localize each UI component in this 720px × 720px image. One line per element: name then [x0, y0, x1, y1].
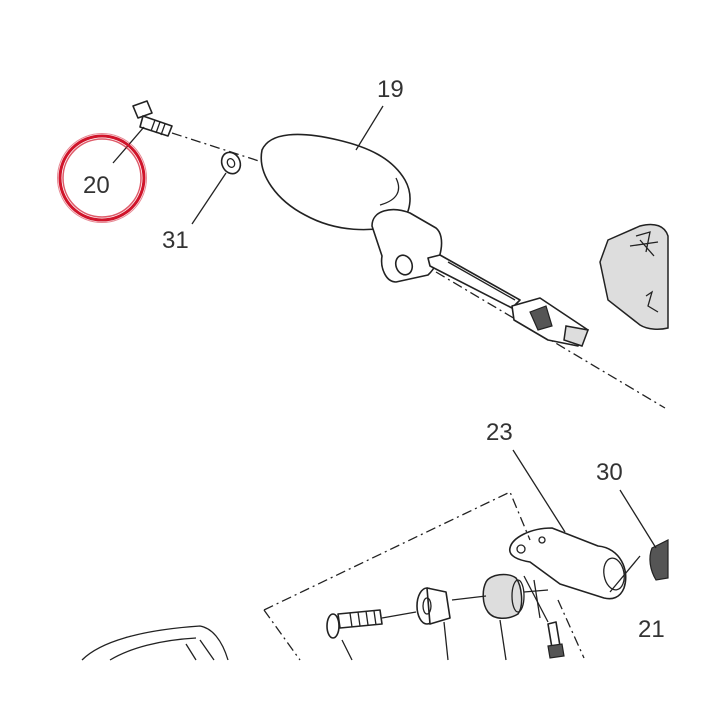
- hardware-axis-lines: [341, 555, 641, 661]
- headlight-housing: [599, 223, 669, 330]
- leader-19: [355, 105, 384, 151]
- fairing-fragment: [81, 625, 229, 661]
- callout-31: 31: [162, 227, 189, 254]
- spacer-bushing[interactable]: [416, 587, 451, 625]
- washer-part-31[interactable]: [218, 149, 244, 177]
- screw-part-20[interactable]: [132, 100, 173, 137]
- leader-23: [512, 449, 566, 533]
- turn-indicator-part-19[interactable]: [260, 133, 590, 347]
- nut-part-30[interactable]: [649, 539, 669, 581]
- highlight-circle: [57, 133, 147, 223]
- callout-30: 30: [596, 459, 623, 486]
- bracket-part-23[interactable]: [508, 527, 627, 600]
- callout-20: 20: [83, 172, 110, 199]
- rubber-grommet[interactable]: [482, 573, 525, 619]
- callout-19: 19: [377, 76, 404, 103]
- assembly-axis-line: [171, 132, 666, 409]
- mounting-bolt[interactable]: [326, 609, 383, 639]
- small-screw[interactable]: [547, 621, 565, 659]
- leader-31: [191, 172, 227, 225]
- callout-21: 21: [638, 616, 665, 643]
- group-frame-lines: [263, 491, 585, 661]
- callout-23: 23: [486, 419, 513, 446]
- leader-30: [619, 489, 657, 549]
